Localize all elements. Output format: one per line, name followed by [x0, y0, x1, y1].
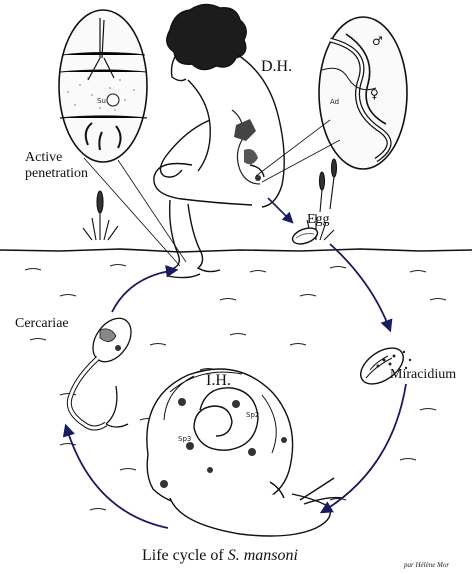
inset-label-ad: Ad	[330, 98, 339, 106]
human-host-figure	[154, 4, 284, 277]
label-active-penetration: Active penetration	[25, 150, 88, 182]
artist-credit: par Hélène Mor	[404, 561, 449, 569]
caption-species: S. mansoni	[228, 547, 298, 564]
label-miracidium: Miracidium	[390, 367, 456, 383]
caption: Life cycle of S. mansoni	[142, 547, 298, 565]
arrow-miracidium-to-snail	[322, 384, 406, 512]
female-symbol: ♀	[370, 87, 379, 101]
caption-prefix: Life cycle of	[142, 547, 228, 564]
label-egg: Egg	[307, 212, 330, 228]
label-definitive-host: D.H.	[261, 58, 292, 76]
arrow-cercariae-to-host	[112, 270, 176, 312]
adult-worms-inset: Ad ♂ ♀	[319, 17, 407, 169]
snail-intermediate-host: Sp2 Sp3	[147, 369, 342, 536]
label-cercariae: Cercariae	[15, 316, 69, 332]
arrow-egg-to-miracidium	[330, 244, 390, 330]
snail-label-sp2: Sp2	[246, 411, 259, 419]
cercaria-illustration	[69, 311, 139, 428]
skin-penetration-inset: Su	[59, 10, 147, 162]
label-active-penetration-line1: Active	[25, 150, 62, 165]
label-intermediate-host: I.H.	[206, 372, 231, 390]
snail-label-sp3: Sp3	[178, 435, 191, 443]
miracidium-illustration	[354, 341, 411, 391]
label-active-penetration-line2: penetration	[25, 166, 88, 181]
male-symbol: ♂	[372, 34, 383, 48]
inset-label-su: Su	[97, 97, 106, 105]
water-surface-line	[0, 249, 472, 252]
